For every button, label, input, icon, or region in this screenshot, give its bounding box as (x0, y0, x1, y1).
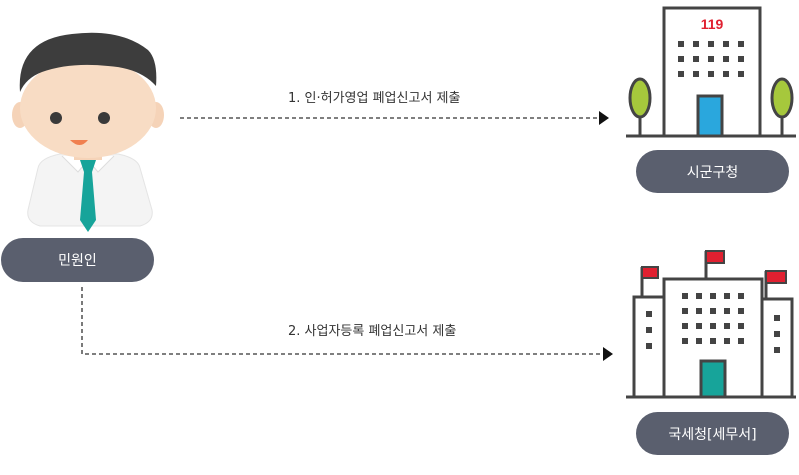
window-grid (646, 293, 780, 353)
city-hall-label: 시군구청 (636, 150, 789, 193)
city-hall-building-icon: 119 (626, 6, 796, 138)
door-shape (696, 94, 724, 138)
flag-icon (705, 250, 725, 264)
tax-office-building-icon (626, 250, 796, 399)
citizen-person-icon (12, 32, 164, 232)
flow-2-label: 2. 사업자등록 폐업신고서 제출 (288, 324, 457, 339)
window-grid (678, 41, 744, 77)
tie-shape (80, 160, 96, 232)
citizen-label: 민원인 (1, 238, 154, 282)
tax-office-label: 국세청[세무서] (636, 412, 789, 455)
flag-icon (765, 270, 787, 284)
tree-icon (770, 77, 794, 119)
flow-1-label: 1. 인·허가영업 폐업신고서 제출 (288, 91, 461, 106)
tree-icon (628, 77, 652, 119)
building-sign: 119 (701, 16, 724, 32)
flow-2-arrow (81, 287, 613, 361)
hair-shape (19, 32, 157, 92)
face-shape (20, 58, 156, 158)
door-shape (699, 359, 727, 399)
flag-icon (641, 266, 659, 279)
flow-1-arrow (180, 111, 609, 125)
